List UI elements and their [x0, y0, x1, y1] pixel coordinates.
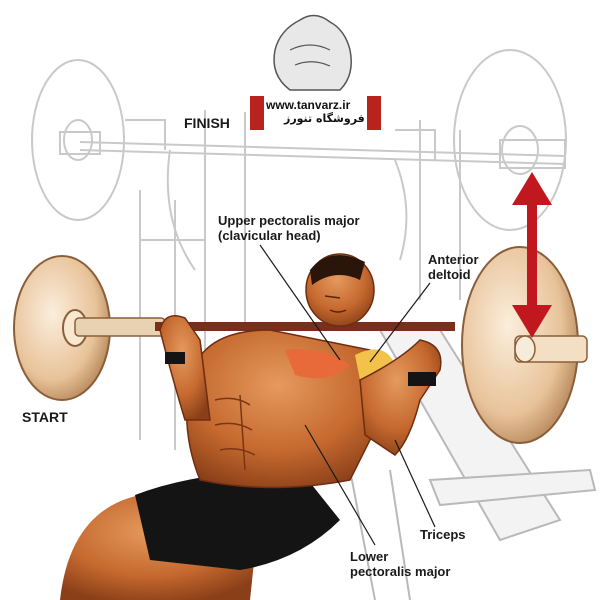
anterior-deltoid-label-line1: Anterior — [428, 252, 479, 267]
finish-rack-hooks — [125, 119, 436, 160]
left-wristband — [165, 352, 185, 364]
leader-lower-pec — [304, 424, 376, 546]
athlete-face — [324, 295, 347, 313]
start-left-sleeve — [74, 317, 166, 337]
start-label: START — [22, 409, 68, 425]
watermark-persian: فروشگاه تنورز — [284, 112, 365, 125]
motion-arrow-head-up — [512, 172, 552, 205]
anterior-deltoid-label-line2: deltoid — [428, 267, 471, 282]
finish-left-plate-inner — [63, 119, 93, 161]
logo-left-badge — [250, 96, 264, 130]
motion-arrow-head-down — [512, 305, 552, 338]
finish-right-collar — [499, 139, 566, 169]
upper-pec-label: Upper pectoralis major (clavicular head) — [218, 213, 360, 243]
finish-label: FINISH — [184, 115, 230, 131]
finish-bar — [79, 141, 566, 157]
athlete-hair — [310, 255, 365, 285]
logo-right-badge — [367, 96, 381, 130]
right-wristband — [408, 372, 436, 386]
athlete-shorts — [135, 470, 340, 570]
athlete-abs — [214, 394, 256, 471]
watermark-url: www.tanvarz.ir — [266, 98, 351, 112]
anterior-deltoid-label: Anterior deltoid — [428, 252, 479, 282]
start-bar — [155, 322, 455, 331]
upper-pec-highlight — [285, 349, 350, 379]
lower-pec-label-line2: pectoralis major — [350, 564, 451, 579]
athlete-right-arm — [359, 339, 442, 456]
athlete — [60, 253, 442, 600]
triceps-label: Triceps — [420, 527, 466, 542]
bench-frame — [428, 468, 597, 507]
bodybuilder-logo-icon — [273, 14, 352, 91]
leader-upper-pec — [259, 244, 341, 361]
finish-left-collar — [59, 131, 101, 155]
start-barbell — [13, 246, 588, 444]
motion-arrow-shaft — [527, 200, 537, 310]
finish-arms — [166, 149, 408, 271]
lower-pec-label-line1: Lower — [350, 549, 389, 564]
watermark-logo — [250, 14, 381, 130]
upper-pec-label-line1: Upper pectoralis major — [218, 213, 360, 228]
finish-right-plate-inner — [501, 125, 539, 175]
upper-pec-label-line2: (clavicular head) — [218, 228, 321, 243]
finish-left-plate — [31, 59, 125, 221]
finish-position-outline — [31, 49, 567, 450]
leader-anterior-deltoid — [369, 282, 431, 363]
leader-triceps — [394, 439, 436, 528]
motion-arrow — [512, 172, 552, 338]
lower-pec-label: Lower pectoralis major — [350, 549, 450, 579]
leader-lines — [259, 244, 436, 546]
athlete-left-arm — [159, 315, 211, 421]
